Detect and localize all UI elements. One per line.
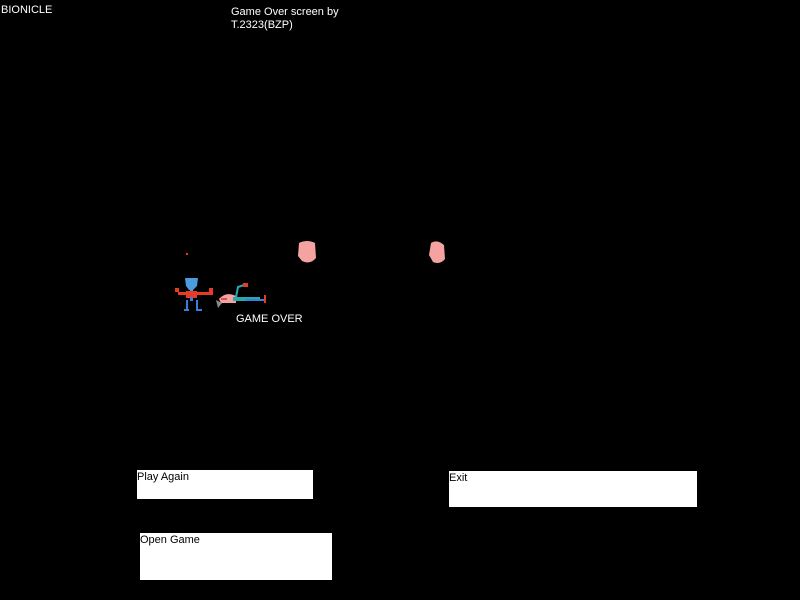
red-speck [186, 253, 188, 255]
game-title: BIONICLE [1, 4, 53, 16]
fallen-leg [246, 299, 266, 301]
pink-blob-right [429, 241, 445, 263]
standing-hero-sprite [175, 278, 213, 311]
hero-right-leg [196, 300, 198, 311]
hero-head [185, 278, 198, 290]
fallen-foot [264, 295, 266, 303]
exit-label: Exit [449, 472, 468, 484]
play-again-button[interactable]: Play Again [137, 470, 313, 499]
credit-text: Game Over screen by T.2323(BZP) [231, 6, 339, 31]
hero-left-hand [175, 288, 179, 292]
hero-neck [190, 289, 193, 292]
fallen-raised-arm [235, 284, 245, 298]
play-again-label: Play Again [137, 471, 189, 483]
hero-right-hand [209, 288, 213, 292]
pink-blob-left [298, 241, 316, 263]
fallen-figure-sprite [216, 283, 266, 308]
hero-left-foot [184, 309, 189, 311]
open-game-button[interactable]: Open Game [140, 533, 332, 580]
fallen-jaw [216, 300, 222, 308]
hero-left-leg [186, 300, 188, 311]
open-game-label: Open Game [140, 534, 200, 546]
hero-arms [178, 292, 213, 295]
exit-button[interactable]: Exit [449, 471, 697, 507]
game-over-label: GAME OVER [236, 313, 303, 325]
fallen-mask-detail [221, 298, 227, 300]
hero-right-foot [196, 309, 202, 311]
fallen-hand [243, 283, 248, 287]
hero-hip [190, 297, 193, 301]
fallen-head [219, 294, 236, 303]
